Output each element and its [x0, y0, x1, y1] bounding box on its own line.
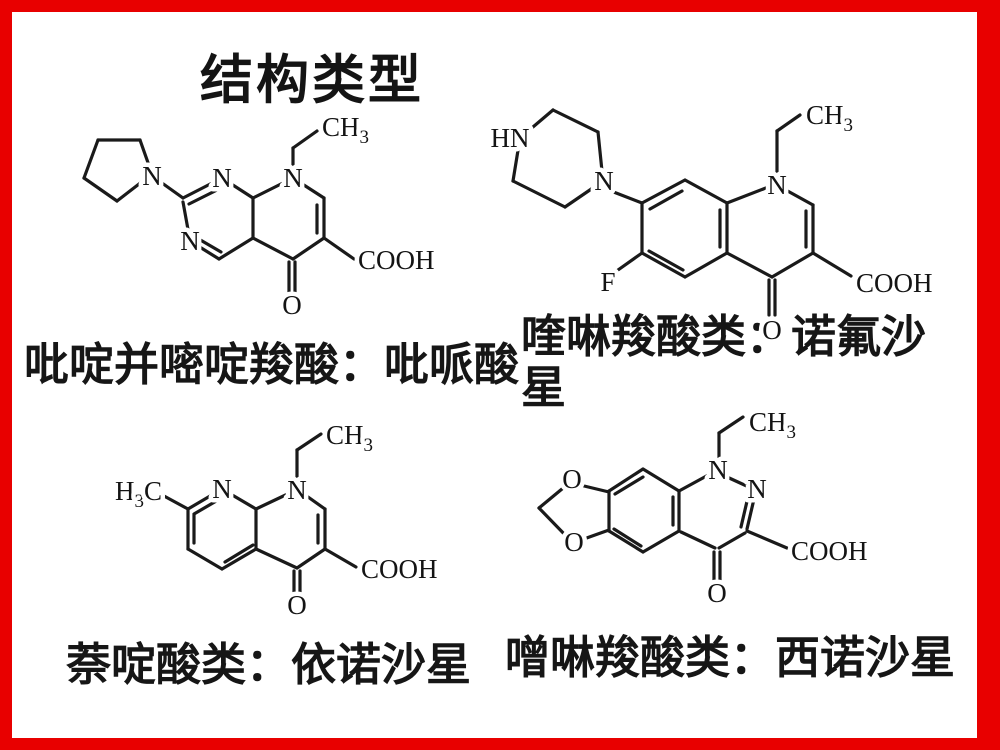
atom-f-icon: F	[600, 267, 615, 297]
atom-n-icon: N	[287, 475, 307, 505]
bonds-pipemidic	[82, 129, 356, 296]
bonds-norfloxacin	[511, 108, 853, 317]
structure-pipemidic-acid: N N N N O COOH CH3	[82, 108, 439, 325]
group-ch3: CH3	[326, 420, 373, 456]
group-hn: HN	[491, 123, 530, 153]
group-cooh: COOH	[791, 536, 868, 566]
atom-n-icon: N	[180, 226, 200, 256]
bonds-naphthyridine	[162, 432, 358, 602]
page-title: 结构类型	[200, 51, 424, 110]
atom-n-icon: N	[594, 166, 614, 196]
caption-cinoxacin: 噌啉羧酸类：西诺沙星	[505, 632, 956, 683]
atom-o-icon: O	[287, 590, 307, 620]
structure-cinoxacin: O O N N O COOH CH3	[537, 403, 872, 613]
group-cooh: COOH	[361, 554, 438, 584]
structure-norfloxacin: HN N F N O COOH CH3	[486, 96, 937, 350]
group-cooh: COOH	[856, 268, 933, 298]
atom-n-icon: N	[212, 474, 232, 504]
atom-n-icon: N	[747, 474, 767, 504]
atom-o-icon: O	[282, 290, 302, 320]
group-ch3: CH3	[322, 112, 369, 148]
atom-n-icon: N	[708, 455, 728, 485]
group-cooh: COOH	[358, 245, 435, 275]
atom-o-icon: O	[562, 464, 582, 494]
atom-n-icon: N	[283, 163, 303, 193]
group-h3c: H3C	[115, 476, 162, 512]
atom-o-icon: O	[762, 315, 782, 345]
atom-n-icon: N	[212, 163, 232, 193]
atom-o-icon: O	[707, 578, 727, 608]
group-ch3: CH3	[749, 407, 796, 443]
structure-naphthyridine: H3C N N O COOH CH3	[111, 416, 443, 625]
atom-o-icon: O	[564, 527, 584, 557]
bonds-cinoxacin	[537, 415, 789, 586]
atom-n-icon: N	[767, 170, 787, 200]
caption-pipemidic: 吡啶并嘧啶羧酸：吡哌酸	[24, 339, 520, 390]
caption-enoxacin: 萘啶酸类：依诺沙星	[66, 639, 472, 690]
atom-n-icon: N	[142, 161, 162, 191]
caption-norfloxacin: 喹啉羧酸类：诺氟沙星	[521, 311, 927, 413]
group-ch3: CH3	[806, 100, 853, 136]
